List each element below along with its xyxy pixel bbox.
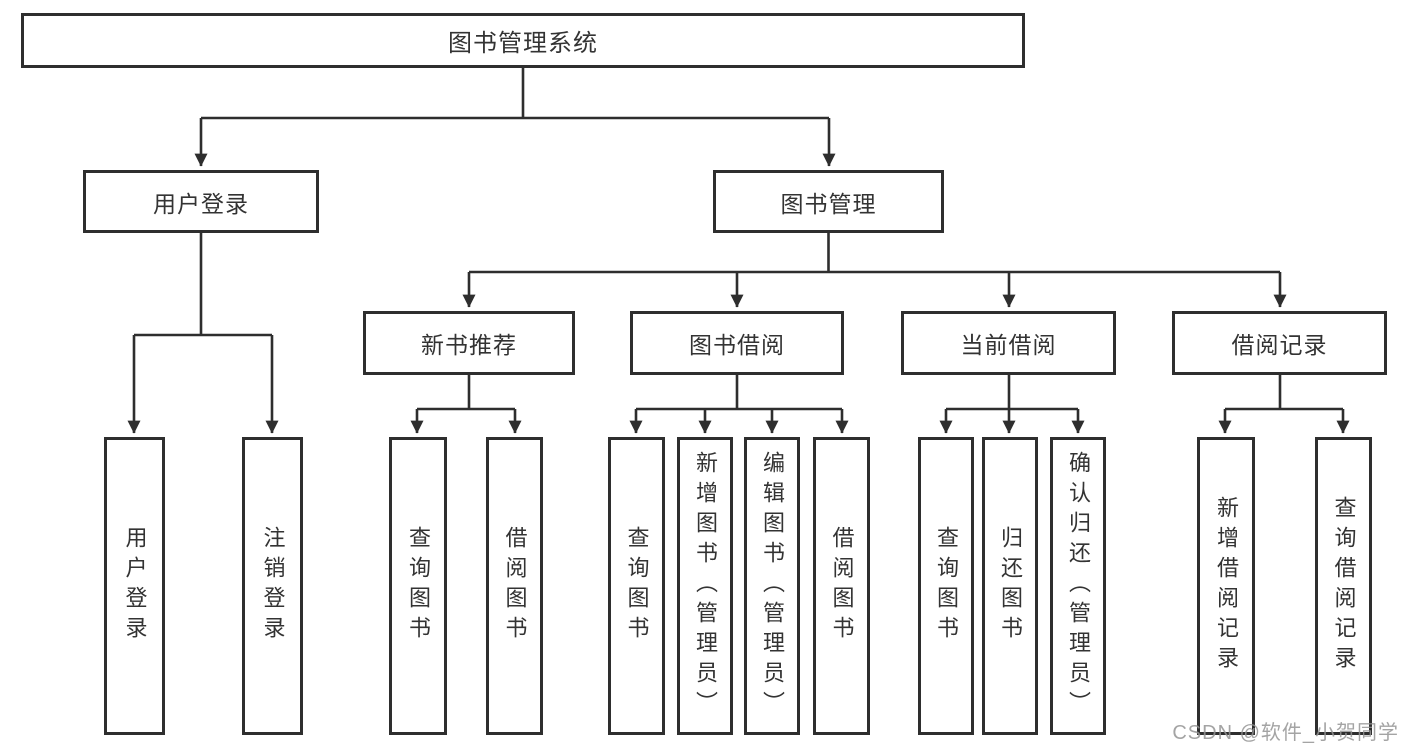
connector-root-rail (201, 68, 829, 120)
node-leaf-user-login: 用户登录 (104, 437, 165, 735)
node-bb-query-book: 查询图书 (608, 437, 665, 735)
connector-user-login-rail (134, 233, 272, 337)
node-bb-add-book-admin: 新增图书（管理员） (677, 437, 733, 735)
node-current-borrow: 当前借阅 (901, 311, 1116, 375)
node-br-query-record: 查询借阅记录 (1315, 437, 1372, 735)
node-bb-edit-book-admin: 编辑图书（管理员） (744, 437, 800, 735)
node-new-book-recommend: 新书推荐 (363, 311, 575, 375)
node-cb-confirm-return-admin: 确认归还（管理员） (1050, 437, 1106, 735)
connector-borrow-record-rail (1225, 375, 1343, 411)
csdn-watermark: CSDN @软件_小贺同学 (1172, 722, 1399, 744)
node-bb-borrow-book: 借阅图书 (813, 437, 870, 735)
node-nb-query-book: 查询图书 (389, 437, 447, 735)
connector-book-borrow-rail (636, 375, 842, 411)
node-book-borrow: 图书借阅 (630, 311, 844, 375)
node-leaf-logout: 注销登录 (242, 437, 303, 735)
node-borrow-record: 借阅记录 (1172, 311, 1387, 375)
node-system-title: 图书管理系统 (21, 13, 1025, 68)
connector-new-book-rail (417, 375, 515, 411)
node-nb-borrow-book: 借阅图书 (486, 437, 543, 735)
node-br-add-record: 新增借阅记录 (1197, 437, 1255, 735)
node-book-manage: 图书管理 (713, 170, 944, 233)
node-cb-query-book: 查询图书 (918, 437, 974, 735)
connector-current-borrow-rail (946, 375, 1078, 411)
node-cb-return-book: 归还图书 (982, 437, 1038, 735)
connector-book-manage-rail (469, 233, 1280, 274)
node-user-login: 用户登录 (83, 170, 319, 233)
